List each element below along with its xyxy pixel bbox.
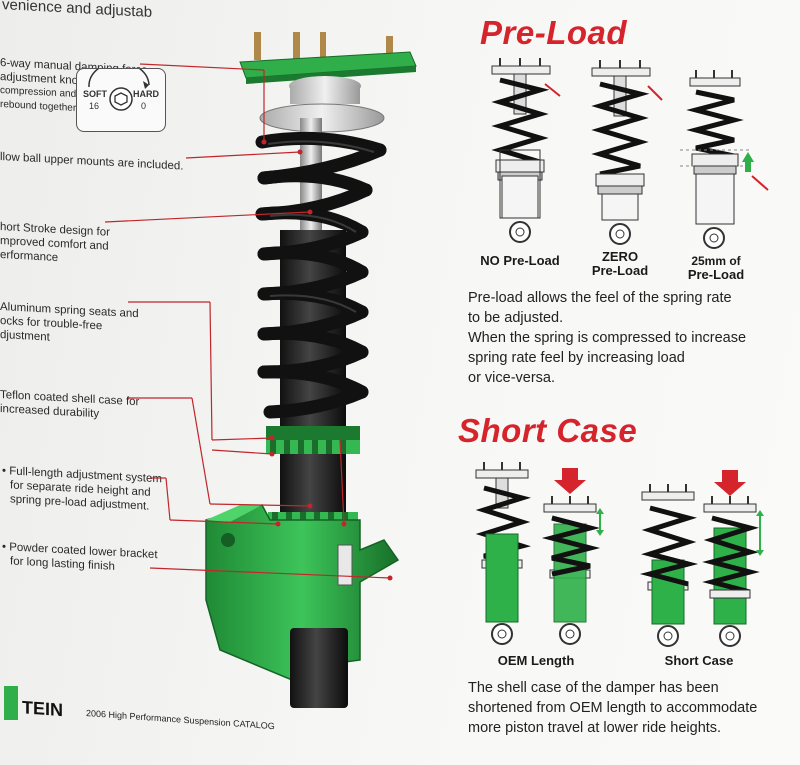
piston-shaft xyxy=(300,118,322,278)
preload-line-4: spring rate feel by increasing load xyxy=(468,350,685,366)
preload-paragraph: Pre-load allows the feel of the spring r… xyxy=(468,288,788,388)
soft-label: SOFT xyxy=(83,89,107,99)
catalog-caption: 2006 High Performance Suspension CATALOG xyxy=(86,708,275,732)
preload-line-1: Pre-load allows the feel of the spring r… xyxy=(468,290,732,306)
short-case-line-3: more piston travel at lower ride heights… xyxy=(468,720,722,736)
caption-zero-line2: Pre-Load xyxy=(591,263,649,278)
soft-value: 16 xyxy=(89,101,100,111)
zero-preload-diagram xyxy=(591,60,663,245)
spring-seat-rings xyxy=(266,426,360,528)
preload-line-3: When the spring is compressed to increas… xyxy=(468,330,747,346)
tein-logo: TEIN xyxy=(4,682,84,722)
upper-mount xyxy=(239,32,417,133)
hard-value: 0 xyxy=(141,101,147,111)
caption-25mm-line1: 25mm of xyxy=(691,254,741,268)
damping-knob-diagram: SOFT 16 HARD 0 xyxy=(76,68,166,132)
short-case-damper-extended xyxy=(640,484,698,647)
preload-line-2: to be adjusted. xyxy=(468,310,564,326)
short-case-damper-compressed xyxy=(702,470,764,647)
no-preload-diagram xyxy=(491,58,561,243)
short-case-paragraph: The shell case of the damper has been sh… xyxy=(468,678,794,738)
caption-no-preload: NO Pre-Load xyxy=(468,254,572,268)
spring-seats-label: Aluminum spring seats and ocks for troub… xyxy=(0,300,139,349)
short-case-title: Short Case xyxy=(458,412,638,449)
oem-damper-compressed xyxy=(542,468,604,645)
caption-no-preload-line1: NO Pre-Load xyxy=(480,253,560,268)
preload-line-5: or vice-versa. xyxy=(468,370,556,386)
short-case-line-2: shortened from OEM length to accommodate xyxy=(468,700,758,716)
teflon-label: Teflon coated shell case for increased d… xyxy=(0,388,139,423)
full-length-label: • Full-length adjustment system for sepa… xyxy=(2,464,162,514)
lower-bracket xyxy=(205,504,400,708)
upper-mounts-label: llow ball upper mounts are included. xyxy=(0,151,184,173)
oem-damper-extended xyxy=(475,462,531,645)
header-fragment: venience and adjustab xyxy=(2,0,153,21)
hard-label: HARD xyxy=(133,89,159,99)
caption-zero-preload: ZERO Pre-Load xyxy=(580,250,660,278)
powder-coat-label: • Powder coated lower bracket for long l… xyxy=(2,540,158,576)
shell-case xyxy=(280,230,346,520)
short-stroke-label: hort Stroke design for mproved comfort a… xyxy=(0,220,110,268)
caption-25mm-preload: 25mm of Pre-Load xyxy=(676,254,756,282)
caption-oem-length: OEM Length xyxy=(497,653,575,668)
caption-zero-line1: ZERO xyxy=(601,249,639,264)
knob-icon xyxy=(88,69,150,111)
short-case-line-1: The shell case of the damper has been xyxy=(468,680,719,696)
25mm-preload-diagram xyxy=(680,70,769,249)
caption-short-case: Short Case xyxy=(664,653,734,668)
preload-title: Pre-Load xyxy=(480,14,628,51)
caption-25mm-line2: Pre-Load xyxy=(687,267,745,282)
coil-spring xyxy=(255,131,387,419)
svg-text:TEIN: TEIN xyxy=(22,697,63,720)
